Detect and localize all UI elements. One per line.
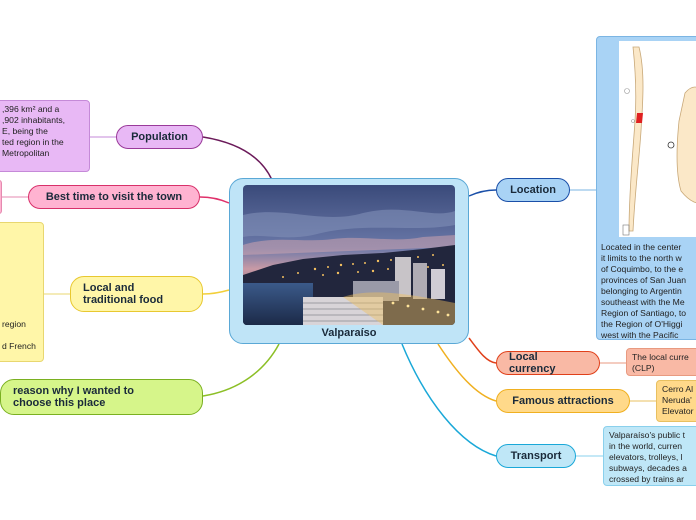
topic-reason-label: reason why I wanted to choose this place <box>13 385 135 409</box>
note-population: ,396 km² and a ,902 inhabitants, E, bein… <box>0 100 90 172</box>
note-location-line: southeast with the Me <box>601 297 685 307</box>
note-location-line: Region of Santiago, to <box>601 308 687 318</box>
note-location-line: provinces of San Juan <box>601 275 687 285</box>
link-location <box>468 189 497 197</box>
note-food-line <box>2 330 38 341</box>
note-currency: The local curre (CLP) <box>626 348 696 376</box>
topic-attractions-label: Famous attractions <box>512 395 614 407</box>
note-transport-line: elevators, trolleys, l <box>609 452 683 462</box>
note-population-line: ted region in the <box>2 137 64 147</box>
note-best-time <box>0 180 2 214</box>
link-transport <box>401 343 497 457</box>
note-attractions-line: Cerro Al <box>662 384 694 394</box>
topic-population-label: Population <box>131 131 188 143</box>
note-population-line: E, being the <box>2 126 48 136</box>
note-population-line: ,396 km² and a <box>2 104 60 114</box>
topic-location[interactable]: Location <box>496 178 570 202</box>
note-transport-line: subways, decades a <box>609 463 687 473</box>
note-food-line: region <box>2 319 26 329</box>
topic-food[interactable]: Local and traditional food <box>70 276 203 312</box>
topic-transport-label: Transport <box>510 450 562 462</box>
topic-population[interactable]: Population <box>116 125 203 149</box>
note-location-text: Located in the center it limits to the n… <box>601 242 696 340</box>
chile-map <box>619 41 696 237</box>
note-location: Located in the center it limits to the n… <box>596 36 696 340</box>
link-reason <box>202 343 280 397</box>
topic-currency-label: Local currency <box>509 351 556 375</box>
link-attractions <box>437 343 497 402</box>
central-topic[interactable]: Valparaíso <box>229 178 469 344</box>
topic-best-time-label: Best time to visit the town <box>45 191 183 203</box>
note-currency-line: (CLP) <box>632 363 655 373</box>
topic-location-label: Location <box>510 184 556 196</box>
note-food: region d French <box>0 222 44 362</box>
note-attractions-line: Elevator <box>662 406 694 416</box>
topic-reason[interactable]: reason why I wanted to choose this place <box>0 379 203 415</box>
note-currency-line: The local curre <box>632 352 689 362</box>
topic-transport[interactable]: Transport <box>496 444 576 468</box>
link-best-time <box>199 196 230 204</box>
valparaiso-photo <box>243 185 455 325</box>
note-transport-line: crossed by trains ar <box>609 474 684 484</box>
topic-currency[interactable]: Local currency <box>496 351 600 375</box>
central-title: Valparaíso <box>321 327 377 339</box>
topic-best-time[interactable]: Best time to visit the town <box>28 185 200 209</box>
note-transport-line: Valparaíso's public t <box>609 430 686 440</box>
note-location-line: the Region of O'Higgi <box>601 319 683 329</box>
note-location-line: belonging to Argentin <box>601 286 682 296</box>
note-location-line: it limits to the north w <box>601 253 682 263</box>
note-transport-line: in the world, curren <box>609 441 683 451</box>
note-location-line: of Coquimbo, to the e <box>601 264 684 274</box>
link-currency <box>468 337 497 364</box>
note-attractions-line: Neruda' <box>662 395 692 405</box>
note-location-line: west with the Pacific <box>601 330 679 340</box>
note-population-line: ,902 inhabitants, <box>2 115 66 125</box>
note-location-line: Located in the center <box>601 242 682 252</box>
link-population <box>202 136 273 181</box>
note-food-line: d French <box>2 341 36 351</box>
topic-attractions[interactable]: Famous attractions <box>496 389 630 413</box>
note-attractions: Cerro Al Neruda' Elevator <box>656 380 696 422</box>
note-population-line: Metropolitan <box>2 148 50 158</box>
link-food <box>202 289 230 295</box>
topic-food-label: Local and traditional food <box>83 282 164 306</box>
note-transport: Valparaíso's public t in the world, curr… <box>603 426 696 486</box>
